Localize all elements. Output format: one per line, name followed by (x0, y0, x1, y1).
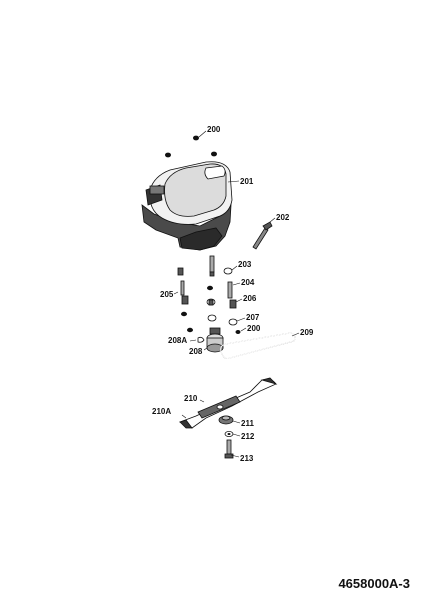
label-207: 207 (246, 313, 260, 322)
part-205-bolts (177, 267, 189, 317)
label-200-mid: 200 (247, 324, 261, 333)
part-203-204-studs (207, 255, 233, 299)
part-208-pulley (197, 327, 224, 353)
label-204: 204 (241, 278, 255, 287)
label-209: 209 (300, 328, 314, 337)
part-212-washer (224, 430, 234, 437)
document-number: 4658000A-3 (338, 576, 410, 591)
part-207-200-washers (187, 314, 241, 334)
label-206: 206 (243, 294, 257, 303)
part-206-washers (206, 298, 237, 309)
label-205: 205 (160, 290, 174, 299)
part-202-key (252, 221, 273, 250)
part-210-blade (179, 377, 278, 429)
label-211: 211 (241, 419, 254, 428)
part-209-belt (220, 332, 296, 359)
label-208A: 208A (168, 336, 187, 345)
part-200-top-nuts (165, 135, 217, 158)
label-202: 202 (276, 213, 290, 222)
label-201: 201 (240, 177, 254, 186)
part-211-blade-holder (218, 415, 234, 425)
label-212: 212 (241, 432, 255, 441)
part-201-engine (141, 161, 233, 251)
label-210: 210 (184, 394, 198, 403)
label-213: 213 (240, 454, 254, 463)
label-210A: 210A (152, 407, 171, 416)
label-200-top: 200 (207, 125, 221, 134)
label-208: 208 (189, 347, 203, 356)
label-203: 203 (238, 260, 252, 269)
part-213-bolt (224, 439, 234, 459)
